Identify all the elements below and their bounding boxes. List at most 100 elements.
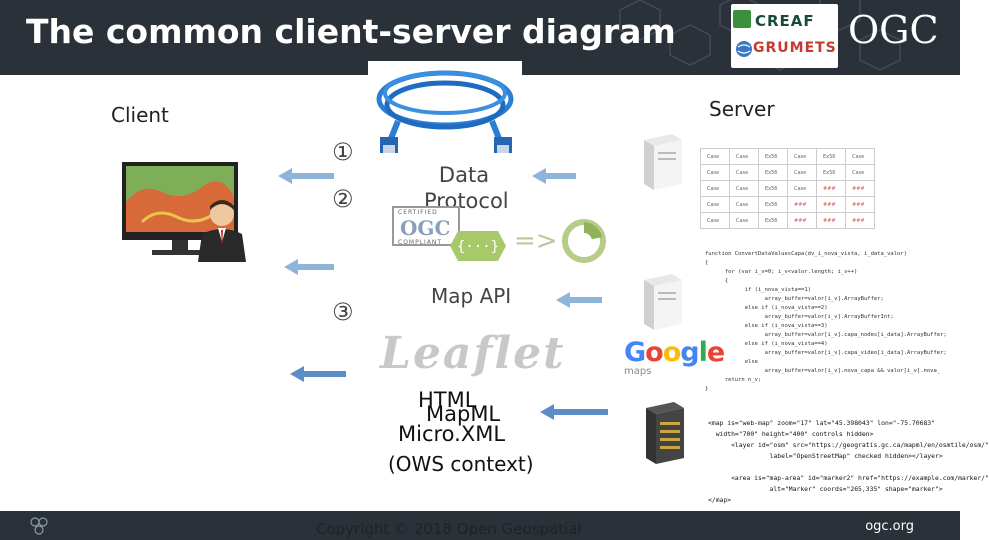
svg-text:{···}: {···} (457, 239, 499, 255)
table-cell: Ex56 (758, 164, 788, 181)
google-logo: Google (624, 337, 725, 368)
table-cell: Ex56 (816, 164, 846, 181)
code-line: else if (i_nova_vista==4) (705, 341, 828, 347)
code-line: function ConvertDataValuesCapa(dv_i_nova… (705, 251, 907, 257)
ogc-logo-text: OGC (848, 8, 939, 52)
request-arrow-2 (556, 292, 602, 308)
table-cell: Case (729, 180, 759, 197)
response-arrow-3 (290, 366, 346, 382)
table-cell: Case (787, 148, 817, 165)
footer-band: ogc.org (0, 511, 960, 540)
header-band: The common client-server diagram CREAF G… (0, 0, 960, 75)
table-cell: ### (845, 196, 875, 213)
table-cell: ### (787, 196, 817, 213)
code-line: array_buffer=valor[i_v].capa_video[i_dat… (705, 350, 947, 356)
grumets-globe-icon (736, 41, 752, 57)
code-line: array_buffer=valor[i_v].ArrayBufferInt; (705, 314, 894, 320)
table-cell: Case (700, 196, 730, 213)
table-cell: Case (700, 148, 730, 165)
table-cell: Ex56 (758, 212, 788, 229)
ogc-certified-badge: CERTIFIED OGC COMPLIANT (392, 206, 460, 246)
server-icon-2 (644, 274, 682, 330)
mapml-format-label: MapML (426, 402, 501, 426)
code-line: </map> (708, 496, 732, 504)
creaf-logo-text: CREAF (755, 12, 815, 30)
table-cell: Ex56 (816, 148, 846, 165)
code-line: return n_v; (705, 377, 762, 383)
code-line: { (705, 260, 709, 266)
html-format-label: HTML (418, 388, 477, 412)
google-maps-text: maps (624, 366, 652, 377)
data-protocol-label: Data Protocol (424, 163, 509, 213)
hexagon-logo-icon (30, 517, 48, 535)
code-line: array_buffer=valor[i_v].capa_nodes[i_dat… (705, 332, 947, 338)
json-braces-icon: {···} (450, 231, 506, 261)
table-cell: Case (729, 148, 759, 165)
table-cell: Case (729, 196, 759, 213)
table-cell: Case (729, 212, 759, 229)
code-line: else (705, 359, 758, 365)
table-cell: Ex56 (758, 148, 788, 165)
server-label: Server (709, 97, 775, 121)
transform-arrow: => (514, 226, 558, 256)
server-icon-3 (646, 402, 684, 464)
table-cell: Case (845, 164, 875, 181)
table-cell: ### (816, 180, 846, 197)
code-line: { (705, 278, 729, 284)
request-arrow-3 (540, 404, 608, 420)
copyright-text: Copyright © 2018 Open Geospatial (316, 520, 582, 538)
footer-url[interactable]: ogc.org (865, 519, 914, 534)
code-line: <map is="web-map" zoom="17" lat="45.3980… (708, 419, 936, 427)
creaf-mark-icon (733, 10, 751, 28)
table-cell: ### (845, 180, 875, 197)
slide-title: The common client-server diagram (26, 12, 676, 51)
table-cell: Case (700, 164, 730, 181)
code-line: for (var i_v=0; i_v<valor.length; i_v++) (705, 269, 858, 275)
table-cell: Case (787, 180, 817, 197)
microxml-format-label: Micro.XML (398, 422, 506, 446)
step-2-number: ② (332, 185, 354, 213)
code-line: <area is="map-area" id="marker2" href="h… (708, 474, 989, 482)
request-arrow-1 (532, 168, 576, 184)
ows-context-label: (OWS context) (388, 452, 534, 476)
ogc-badge-text: OGC (400, 216, 451, 240)
table-cell: Case (787, 164, 817, 181)
server-icon-1 (644, 134, 682, 190)
table-cell: Case (729, 164, 759, 181)
code-line: alt="Marker" coords="265,335" shape="mar… (708, 485, 943, 493)
code-line: <layer id="osm" src="https://geogratis.g… (708, 441, 989, 449)
javascript-code-panel: function ConvertDataValuesCapa(dv_i_nova… (705, 250, 947, 394)
table-cell: Ex56 (758, 180, 788, 197)
table-cell: Case (845, 148, 875, 165)
grumets-logo-text: GRUMETS (753, 40, 837, 56)
table-cell: ### (816, 212, 846, 229)
map-api-label: Map API (431, 284, 512, 308)
code-line: array_buffer=valor[i_v].ArrayBuffer; (705, 296, 884, 302)
data-gauge-icon (562, 219, 606, 263)
table-cell: Case (700, 180, 730, 197)
step-3-number: ③ (332, 298, 354, 326)
response-arrow-1 (278, 168, 334, 184)
code-line (708, 462, 989, 473)
code-line: else if (i_nova_vista==2) (705, 305, 828, 311)
code-line: if (i_nova_vista==1) (705, 287, 811, 293)
certified-text: CERTIFIED (398, 209, 438, 216)
code-line: array_buffer=valor[i_v].nova_capa && val… (705, 368, 941, 374)
code-line: else if (i_nova_vista==3) (705, 323, 828, 329)
leaflet-logo: Leaflet (380, 328, 566, 379)
table-cell: ### (816, 196, 846, 213)
step-1-number: ① (332, 138, 354, 166)
table-cell: ### (787, 212, 817, 229)
creaf-grumets-logo: CREAF GRUMETS (731, 4, 838, 68)
mapml-code-panel: <map is="web-map" zoom="17" lat="45.3980… (708, 418, 989, 506)
client-label: Client (111, 103, 169, 127)
client-computer-icon (122, 162, 246, 262)
code-line: } (705, 386, 709, 392)
